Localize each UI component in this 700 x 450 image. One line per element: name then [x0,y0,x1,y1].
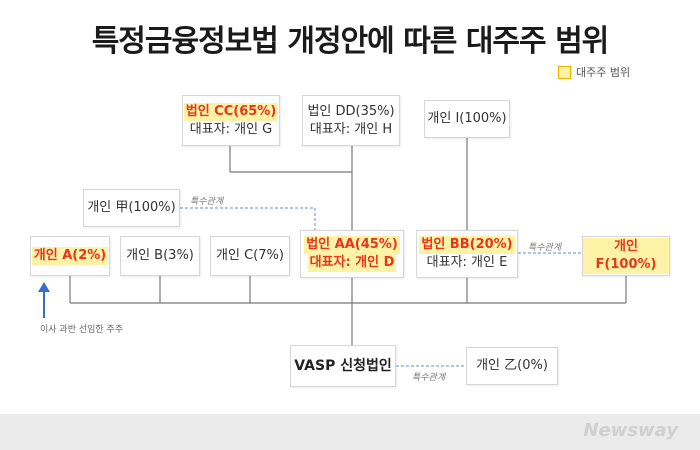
node-corp-bb-name: 법인 BB(20%) [419,236,515,254]
node-corp-aa-rep: 대표자: 개인 D [307,254,397,272]
node-person-a: 개인 A(2%) [30,236,110,276]
node-corp-dd-name: 법인 DD(35%) [307,103,395,119]
node-person-eul: 개인 乙(0%) [466,347,558,385]
node-person-f-name: 개인 F(100%) [583,238,669,274]
node-person-gap: 개인 甲(100%) [83,189,180,227]
node-corp-dd: 법인 DD(35%) 대표자: 개인 H [302,95,400,146]
node-vasp: VASP 신청법인 [290,345,396,387]
node-corp-dd-rep: 대표자: 개인 H [309,121,393,137]
footer-bar: Newsway [0,414,700,450]
node-corp-bb-rep: 대표자: 개인 E [426,255,508,270]
node-corp-cc: 법인 CC(65%) 대표자: 개인 G [182,95,280,146]
node-corp-bb: 법인 BB(20%) 대표자: 개인 E [416,230,518,278]
node-person-a-name: 개인 A(2%) [31,247,109,265]
legend-swatch [558,65,571,79]
node-person-f: 개인 F(100%) [582,236,670,276]
note-majority-director: 이사 과반 선임한 주주 [40,325,124,335]
legend: 대주주 범위 [558,64,630,80]
node-person-eul-name: 개인 乙(0%) [476,358,548,373]
relation-label-vasp-eul: 특수관계 [412,373,446,383]
node-person-b-name: 개인 B(3%) [126,248,194,263]
node-corp-aa-name: 법인 AA(45%) [304,236,400,254]
node-person-i-name: 개인 I(100%) [427,111,507,126]
node-person-b: 개인 B(3%) [120,236,200,276]
relation-label-gap-aa: 특수관계 [190,197,224,207]
page-title: 특정금융정보법 개정안에 따른 대주주 범위 [91,24,610,59]
brand-logo: Newsway [583,420,678,441]
node-person-i: 개인 I(100%) [424,100,510,138]
node-corp-aa: 법인 AA(45%) 대표자: 개인 D [300,230,404,278]
node-vasp-name: VASP 신청법인 [294,358,392,374]
node-corp-cc-rep: 대표자: 개인 G [189,121,273,137]
relation-label-bb-f: 특수관계 [528,243,562,253]
node-person-c-name: 개인 C(7%) [216,248,284,263]
legend-label: 대주주 범위 [576,66,631,79]
node-person-c: 개인 C(7%) [210,236,290,276]
node-person-gap-name: 개인 甲(100%) [87,200,176,215]
node-corp-cc-name: 법인 CC(65%) [183,102,279,121]
